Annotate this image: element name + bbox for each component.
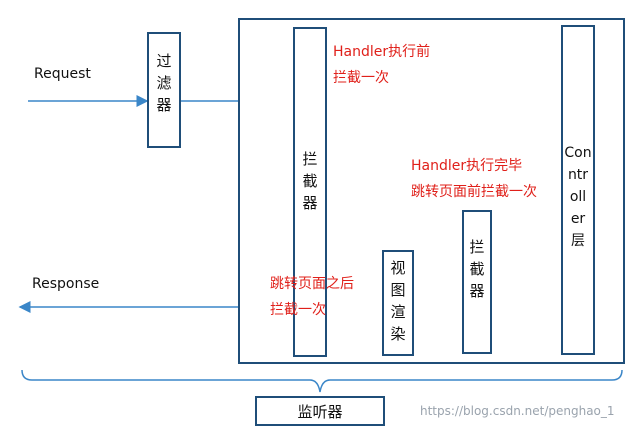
interceptor-main-box (293, 27, 327, 357)
annotation-after-page: 跳转页面之后 拦截一次 (270, 276, 354, 318)
annotation-after-handler: Handler执行完毕 跳转页面前拦截一次 (411, 158, 537, 200)
view-render-label: 视 图 渲 染 (390, 259, 406, 343)
filter-label: 过 滤 器 (156, 52, 172, 114)
filter-box (147, 32, 181, 148)
interceptor-small-box (462, 210, 492, 354)
controller-label: Con ntr oll er 层 (564, 145, 592, 249)
listener-label: 监听器 (297, 402, 343, 421)
interceptor-main-label: 拦 截 器 (302, 150, 318, 212)
view-render-box (382, 250, 414, 356)
request-label: Request (34, 66, 91, 82)
interceptor-small-label: 拦 截 器 (469, 238, 485, 300)
controller-box (561, 25, 595, 355)
response-label: Response (32, 276, 100, 292)
annotation-before-handler: Handler执行前 拦截一次 (333, 44, 431, 86)
listener-box: 监听器 (255, 396, 385, 426)
watermark-text: https://blog.csdn.net/penghao_1 (420, 404, 615, 418)
listener-bracket (21, 369, 623, 393)
